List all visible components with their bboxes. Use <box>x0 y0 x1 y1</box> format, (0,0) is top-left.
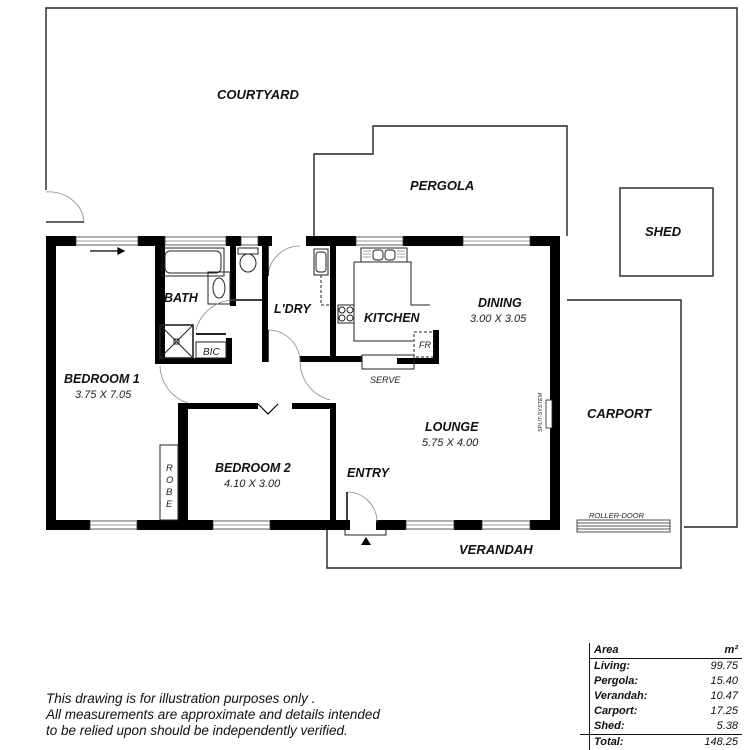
laundry-fixtures <box>313 248 330 306</box>
stove-lines <box>363 250 405 258</box>
disclaimer-line-2: All measurements are approximate and det… <box>46 707 380 722</box>
area-table-header: Area m² <box>590 643 742 659</box>
bedroom-1-dimensions: 3.75 X 7.05 <box>75 389 132 401</box>
robe-outline <box>159 444 179 521</box>
label-bic: BIC <box>203 347 220 358</box>
label-bedroom-1: BEDROOM 1 <box>64 372 140 386</box>
svg-text:R: R <box>166 463 173 474</box>
disclaimer-line-1: This drawing is for illustration purpose… <box>46 691 316 706</box>
area-table: Area m² Living: 99.75 Pergola: 15.40 Ver… <box>580 643 742 750</box>
roller-door <box>576 519 671 533</box>
entry-arrow-icon <box>361 537 371 545</box>
area-row-total: Total: 148.25 <box>580 734 742 750</box>
area-row-living: Living: 99.75 <box>594 660 738 672</box>
sliding-door-arrow-icon <box>90 247 126 255</box>
label-lounge: LOUNGE <box>425 420 479 434</box>
entry-step <box>344 530 387 536</box>
svg-text:O: O <box>166 475 174 486</box>
split-system-unit <box>545 399 553 429</box>
label-laundry: L'DRY <box>274 302 312 316</box>
label-kitchen: KITCHEN <box>364 311 421 325</box>
windows <box>75 236 531 530</box>
lounge-dimensions: 5.75 X 4.00 <box>422 437 479 449</box>
label-pergola: PERGOLA <box>410 178 474 193</box>
door-swings <box>159 245 378 523</box>
bath-fixtures <box>159 247 259 359</box>
label-entry: ENTRY <box>347 466 391 480</box>
label-split-system: SPLIT-SYSTEM <box>538 392 544 432</box>
exterior-walls <box>46 236 560 530</box>
label-bedroom-2: BEDROOM 2 <box>215 461 291 475</box>
bedroom-2-dimensions: 4.10 X 3.00 <box>224 478 281 490</box>
site-outline <box>45 7 738 569</box>
interior-walls <box>160 246 439 528</box>
label-fridge: FR <box>419 340 431 350</box>
disclaimer-line-3: to be relied upon should be independentl… <box>46 723 348 738</box>
dining-dimensions: 3.00 X 3.05 <box>470 313 527 325</box>
area-row-verandah: Verandah: 10.47 <box>594 690 738 702</box>
svg-text:E: E <box>166 499 173 510</box>
area-row-shed: Shed: 5.38 <box>594 720 738 732</box>
label-robe: R O B E <box>166 463 174 510</box>
area-row-pergola: Pergola: 15.40 <box>594 675 738 687</box>
svg-text:B: B <box>166 487 173 498</box>
label-carport: CARPORT <box>587 406 652 421</box>
label-serve: SERVE <box>370 375 401 385</box>
area-row-carport: Carport: 17.25 <box>594 705 738 717</box>
label-verandah: VERANDAH <box>459 542 533 557</box>
label-dining: DINING <box>478 296 522 310</box>
kitchen-fixtures <box>337 247 435 370</box>
label-shed: SHED <box>645 224 682 239</box>
label-bath: BATH <box>164 291 199 305</box>
window-lines <box>76 240 530 526</box>
label-courtyard: COURTYARD <box>217 87 299 102</box>
disclaimer: This drawing is for illustration purpose… <box>46 691 380 739</box>
label-roller-door: ROLLER-DOOR <box>589 511 645 520</box>
door-leafs <box>236 246 348 522</box>
courtyard-door <box>45 191 85 223</box>
